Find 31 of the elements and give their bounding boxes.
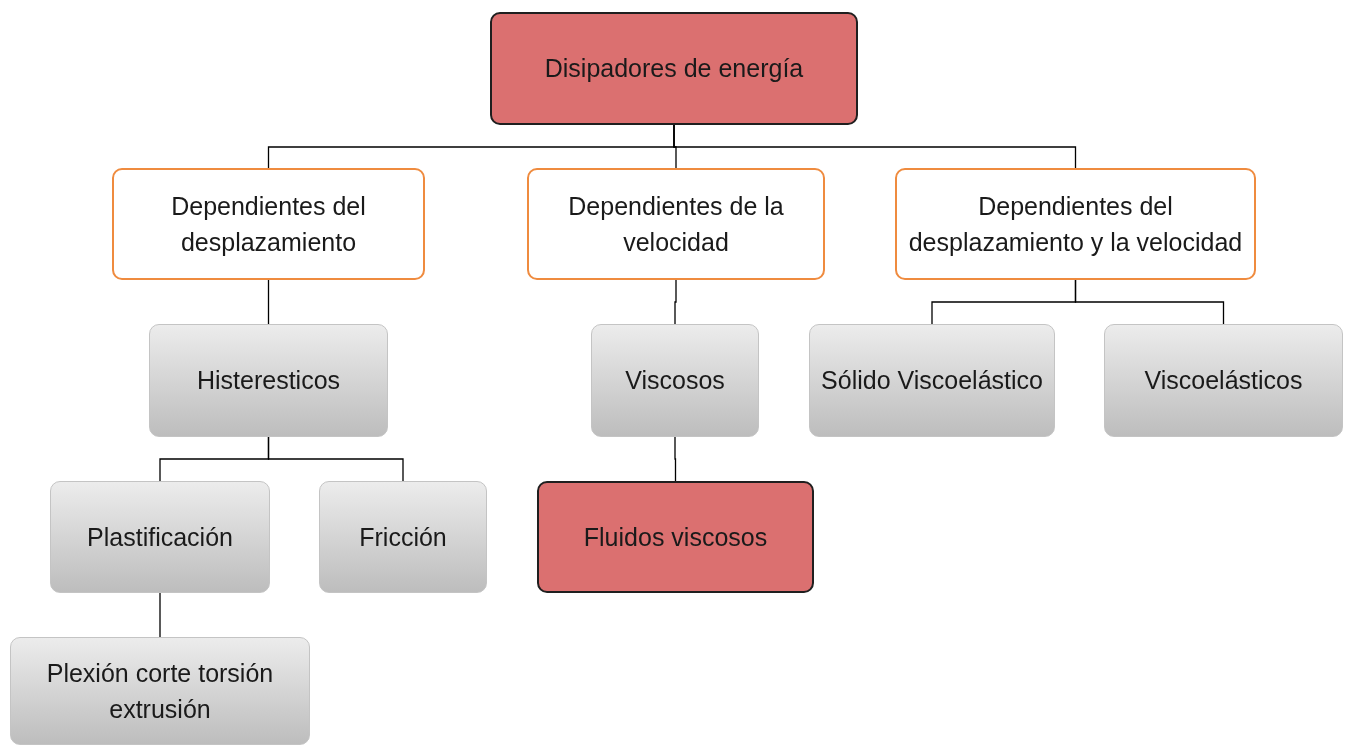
type-box bbox=[319, 481, 487, 593]
node-label: Viscoelásticos bbox=[1144, 365, 1303, 397]
connector-line bbox=[674, 279, 677, 325]
connector-line bbox=[674, 436, 677, 482]
connector-line bbox=[1074, 279, 1225, 325]
node-label: Fricción bbox=[359, 521, 447, 553]
type-box bbox=[50, 481, 270, 593]
node-label: Fluidos viscosos bbox=[583, 521, 768, 553]
connector-line bbox=[267, 279, 270, 325]
highlighted-box bbox=[490, 12, 858, 125]
node-label: Dependientes de la velocidad bbox=[567, 190, 785, 258]
connector-line bbox=[159, 592, 161, 638]
node-label: Plexión corte torsión extrusión bbox=[45, 657, 275, 725]
node-label: Histeresticos bbox=[196, 365, 341, 397]
type-box bbox=[591, 324, 759, 437]
node-label: Dependientes del desplazamiento bbox=[170, 190, 367, 258]
type-box bbox=[149, 324, 388, 437]
category-box bbox=[895, 168, 1256, 280]
node-label: Sólido Viscoelástico bbox=[821, 365, 1043, 397]
type-box bbox=[1104, 324, 1343, 437]
node-label: Disipadores de energía bbox=[544, 53, 804, 85]
type-box bbox=[10, 637, 310, 745]
node-label: Plastificación bbox=[87, 521, 233, 553]
node-label: Dependientes del desplazamiento y la velocidad bbox=[907, 190, 1244, 258]
type-box bbox=[809, 324, 1055, 437]
highlighted-box bbox=[537, 481, 814, 593]
category-box bbox=[527, 168, 825, 280]
node-label: Viscosos bbox=[625, 365, 725, 397]
connector-line bbox=[673, 124, 1077, 169]
category-box bbox=[112, 168, 425, 280]
connector-line bbox=[267, 436, 404, 482]
